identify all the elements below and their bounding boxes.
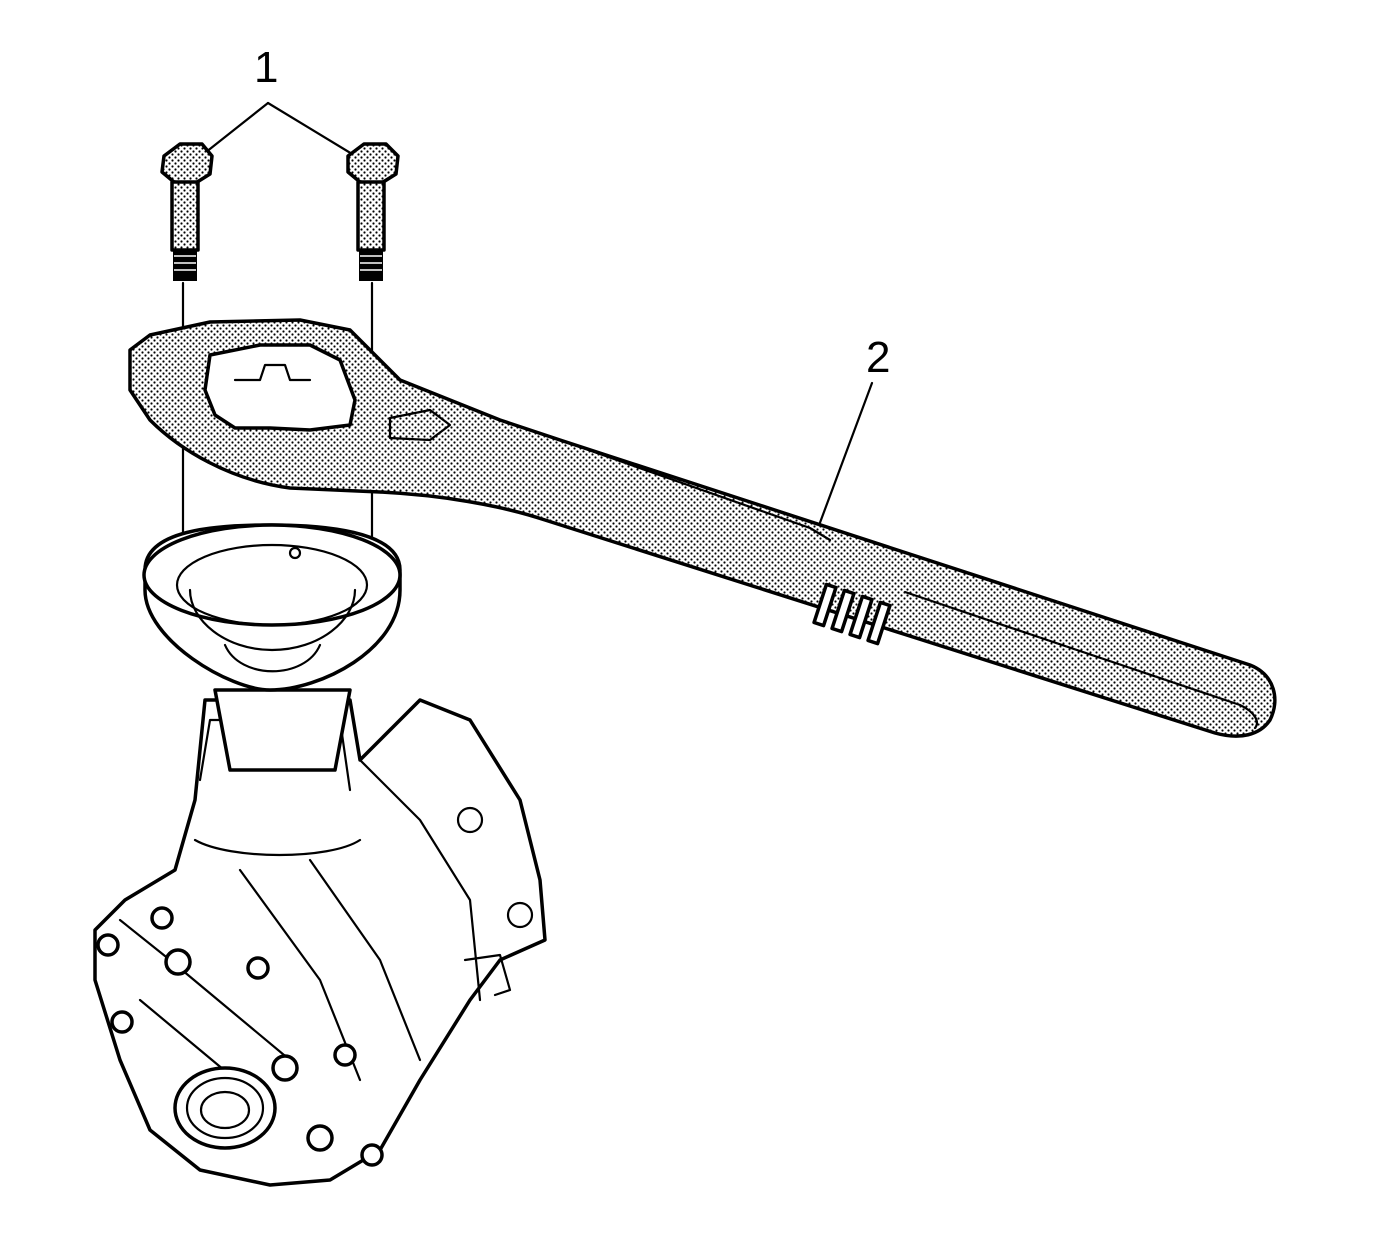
pinion-flange <box>142 523 402 772</box>
holding-wrench <box>128 318 1277 738</box>
bolt-right <box>346 142 400 281</box>
pinion-seal <box>173 1066 277 1150</box>
callout-1-leader <box>194 101 364 162</box>
bolt-left <box>160 142 214 281</box>
callout-2-leader <box>816 381 874 530</box>
differential-housing <box>93 698 547 1187</box>
housing-bolts <box>96 906 384 1167</box>
callout-2-label: 2 <box>866 333 891 382</box>
callout-1-label: 1 <box>254 43 279 92</box>
